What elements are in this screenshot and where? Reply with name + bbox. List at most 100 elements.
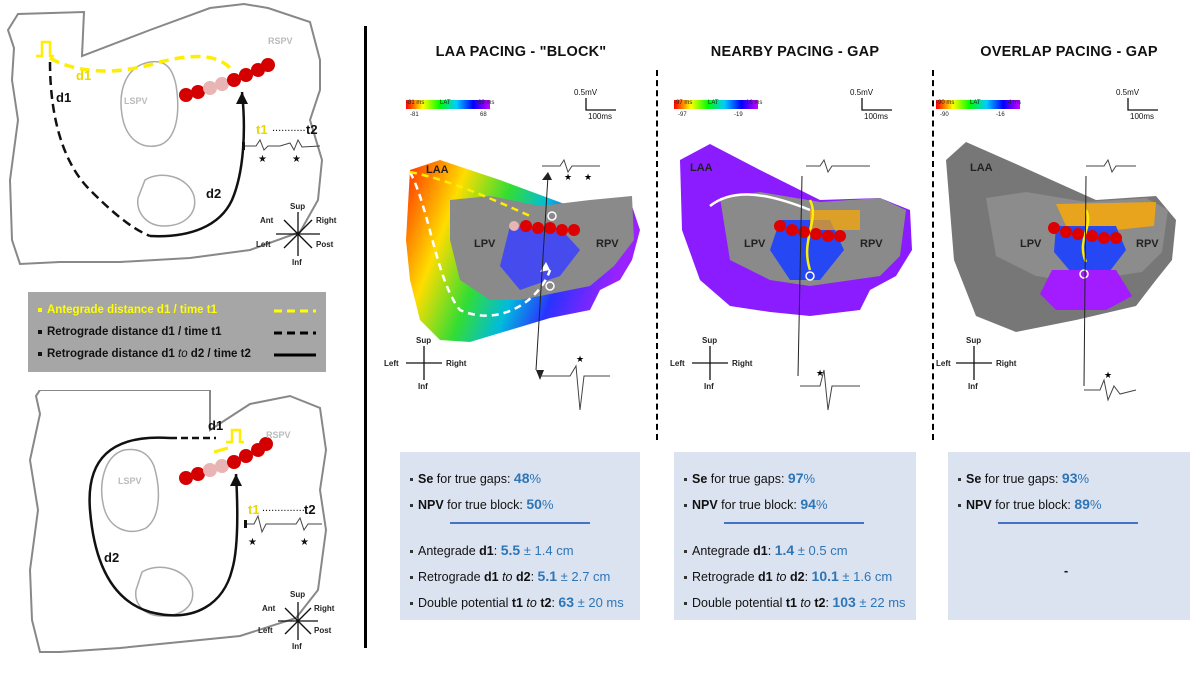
catheter [179, 58, 275, 102]
lat-top-right-2: 16 ms [746, 100, 763, 106]
compass-ant: Ant [260, 216, 274, 225]
compass-sup-1: Sup [416, 336, 432, 345]
svg-text:★: ★ [584, 172, 592, 182]
compass-sup-b: Sup [290, 590, 306, 599]
compass-right: Right [316, 216, 337, 225]
lpv-label-3: LPV [1020, 238, 1042, 250]
t-dots: ........... [272, 122, 306, 134]
lpv-label-2: LPV [744, 238, 766, 250]
catheter-bottom [179, 437, 273, 485]
d2-label-bottom: d2 [104, 550, 120, 565]
scale-ms-2: 100ms [864, 112, 889, 121]
d2-label: d2 [206, 186, 222, 201]
compass-sup-2: Sup [702, 336, 718, 345]
compass-top [276, 212, 320, 256]
compass-ant-b: Ant [262, 604, 276, 613]
compass-sup: Sup [290, 202, 306, 211]
compass-left-1: Left [384, 359, 399, 368]
scale-mv-3: 0.5mV [1116, 88, 1140, 97]
compass-left: Left [256, 240, 271, 249]
lat-bottom-right-2: -19 [734, 112, 743, 118]
legend-item-retrograde-d1: Retrograde distance d1 / time t1 [38, 326, 221, 338]
lat-top-left-3: -90 ms [936, 100, 955, 106]
compass-left-b: Left [258, 626, 273, 635]
compass-inf-3: Inf [968, 382, 978, 391]
lat-top-left-2: -97 ms [674, 100, 693, 106]
scale-mv-2: 0.5mV [850, 88, 874, 97]
compass-left-3: Left [936, 359, 951, 368]
lat-bottom-right-3: -16 [996, 112, 1005, 118]
stats-dash: - [1064, 564, 1069, 578]
t-dots-bottom: ............... [262, 502, 308, 514]
lat-bottom-left-2: -97 [678, 112, 687, 118]
d1-black-label: d1 [56, 90, 72, 105]
compass-post: Post [316, 240, 334, 249]
rpv-label-1: RPV [596, 238, 619, 250]
stats-panel-nearby: Se for true gaps: 97% NPV for true block… [674, 452, 916, 620]
lat-top-left-1: -81 ms [406, 100, 425, 106]
laa-label-1: LAA [426, 164, 449, 176]
rspv-label: RSPV [268, 36, 293, 46]
compass-inf-b: Inf [292, 642, 302, 651]
left-top-diagram: ★ ★ RSPV LSPV d1 d1 d2 t1 ........... t2… [0, 0, 360, 280]
main-divider [364, 26, 367, 648]
rspv-label-bottom: RSPV [266, 430, 291, 440]
d1-label-bottom: d1 [208, 418, 224, 433]
svg-text:★: ★ [1104, 370, 1112, 380]
laa-label-2: LAA [690, 162, 713, 174]
lat-label-2: LAT [708, 100, 719, 106]
lpv-label-1: LPV [474, 238, 496, 250]
lat-top-right-1: 69 ms [478, 100, 495, 106]
compass-inf-2: Inf [704, 382, 714, 391]
lspv-label: LSPV [124, 96, 148, 106]
rpv-label-3: RPV [1136, 238, 1159, 250]
svg-text:★: ★ [576, 354, 584, 364]
stats-separator-1 [450, 522, 590, 524]
svg-text:★: ★ [300, 537, 309, 548]
legend-item-retrograde-d2: Retrograde distance d1 to d2 / time t2 [38, 348, 251, 360]
panel-title-laa: LAA PACING - "BLOCK" [435, 44, 607, 60]
panel-title-nearby: NEARBY PACING - GAP [710, 44, 880, 60]
lat-top-right-3: 4 ms [1008, 100, 1022, 106]
compass-right-3: Right [996, 359, 1017, 368]
lat-bottom-right-1: 68 [480, 112, 487, 118]
compass-sup-3: Sup [966, 336, 982, 345]
svg-text:★: ★ [258, 154, 267, 165]
svg-text:★: ★ [564, 172, 572, 182]
compass-right-1: Right [446, 359, 467, 368]
lat-bottom-left-1: -81 [410, 112, 419, 118]
lspv-label-bottom: LSPV [118, 476, 142, 486]
legend: Antegrade distance d1 / time t1 Retrogra… [28, 292, 326, 372]
t1-label-bottom: t1 [248, 502, 260, 517]
stats-panel-overlap: Se for true gaps: 93% NPV for true block… [948, 452, 1190, 620]
lat-bottom-left-3: -90 [940, 112, 949, 118]
t1-label: t1 [256, 122, 268, 137]
compass-bottom [278, 602, 318, 640]
t2-label-bottom: t2 [304, 502, 316, 517]
left-bottom-diagram: ★ ★ RSPV LSPV d1 d2 t1 ............... t… [0, 390, 360, 676]
compass-inf: Inf [292, 258, 302, 267]
panel-map-nearby: ★ -97 ms LAT 16 ms -97 -19 0.5mV 100ms L… [660, 80, 932, 450]
compass-right-2: Right [732, 359, 753, 368]
stats-separator-2 [724, 522, 864, 524]
legend-item-antegrade: Antegrade distance d1 / time t1 [38, 304, 217, 316]
compass-left-2: Left [670, 359, 685, 368]
scale-mv-1: 0.5mV [574, 88, 598, 97]
svg-text:★: ★ [292, 154, 301, 165]
panel-title-overlap: OVERLAP PACING - GAP [980, 44, 1158, 60]
stats-separator-3 [998, 522, 1138, 524]
t2-label: t2 [306, 122, 318, 137]
stats-panel-laa: Se for true gaps: 48% NPV for true block… [400, 452, 640, 620]
rpv-label-2: RPV [860, 238, 883, 250]
laa-label-3: LAA [970, 162, 993, 174]
scale-ms-1: 100ms [588, 112, 613, 121]
lat-label-3: LAT [970, 100, 981, 106]
d1-yellow-label: d1 [76, 68, 92, 83]
panel-map-laa: ★ ★ ★ -81 ms LAT 69 ms -81 68 0.5mV 100ms… [370, 80, 656, 450]
compass-right-b: Right [314, 604, 335, 613]
lat-label-1: LAT [440, 100, 451, 106]
panel-map-overlap: ★ -90 ms LAT 4 ms -90 -16 0.5mV 100ms LA… [936, 80, 1200, 450]
compass-post-b: Post [314, 626, 332, 635]
compass-inf-1: Inf [418, 382, 428, 391]
dashed-divider-2 [932, 70, 934, 440]
